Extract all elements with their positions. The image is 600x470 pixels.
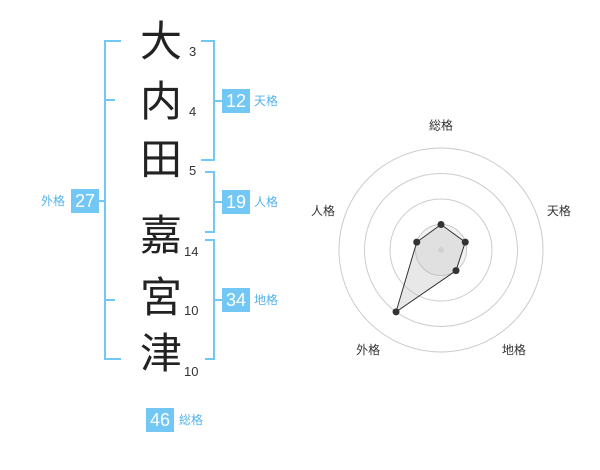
radar-axis-label-4: 外格 [356,342,380,357]
radar-point-2 [461,238,469,246]
stroke-count-1: 3 [189,44,197,59]
name-char-1: 大 [139,17,182,66]
chikaku-score: 34 [222,288,250,312]
radar-point-3 [452,267,460,275]
stroke-count-6: 10 [184,364,199,379]
radar-point-4 [392,308,400,316]
name-char-6: 津 [139,329,182,378]
stroke-count-4: 14 [184,244,199,259]
jinkaku-score: 19 [222,190,250,214]
radar-grid-ring-4 [338,147,544,353]
tenkaku-label: 天格 [254,94,279,108]
soukaku-label: 総格 [179,413,204,427]
radar-axis-label-3: 地格 [502,342,526,357]
name-char-2: 内 [139,77,182,126]
stroke-count-3: 5 [189,163,197,178]
radar-center-dot [438,247,444,253]
name-char-3: 田 [139,135,182,184]
radar-axis-label-2: 天格 [547,203,571,218]
radar-grid-ring-2 [389,198,493,302]
radar-point-1 [437,221,445,228]
radar-axis-label-1: 総格 [429,118,453,133]
gaikaku-score: 27 [71,189,99,213]
radar-axis-label-5: 人格 [311,203,335,218]
tenkaku-score: 12 [222,89,250,113]
name-char-4: 嘉 [139,211,182,260]
jinkaku-label: 人格 [254,195,279,209]
soukaku-score: 46 [146,408,174,432]
gaikaku-label: 外格 [41,194,66,208]
stroke-count-5: 10 [184,303,199,318]
name-char-5: 宮 [139,273,182,322]
chikaku-label: 地格 [254,293,279,307]
stroke-count-2: 4 [189,104,197,119]
radar-point-5 [413,238,421,246]
radar-series-polygon [395,223,466,314]
radar-grid-ring-3 [364,173,518,327]
